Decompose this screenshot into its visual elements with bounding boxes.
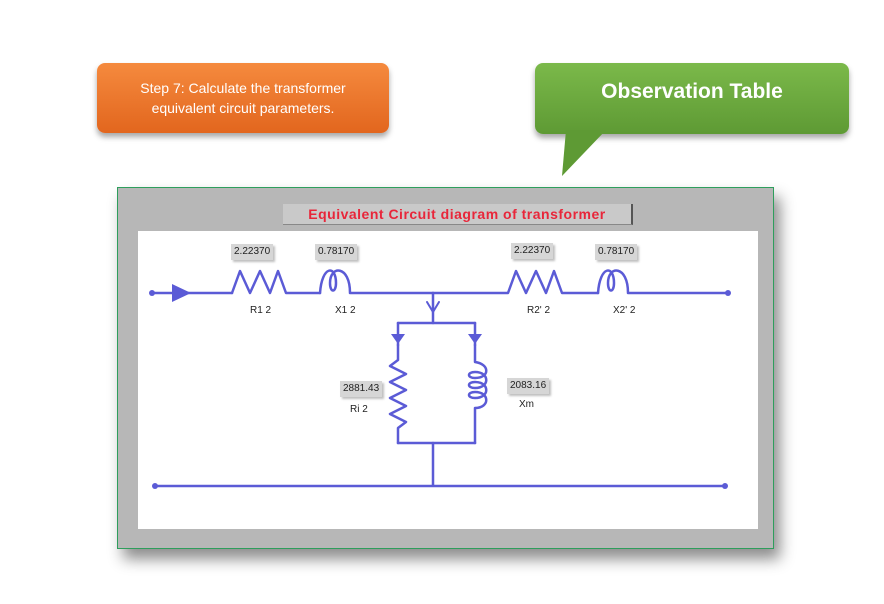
terminal-dot	[149, 290, 155, 296]
ri-value-box[interactable]: 2881.43	[340, 381, 383, 397]
x2-value-box[interactable]: 0.78170	[595, 244, 638, 260]
x1-value-box[interactable]: 0.78170	[315, 244, 358, 260]
inductor-xm	[467, 343, 488, 445]
r1-value-box[interactable]: 2.22370	[231, 244, 274, 260]
step-text: Step 7: Calculate the transformer equiva…	[140, 80, 346, 116]
resistor-r1	[230, 269, 322, 295]
resistor-r2	[431, 269, 600, 295]
callout-tail	[562, 130, 606, 176]
xm-label: Xm	[519, 399, 534, 410]
observation-table-button[interactable]: Observation Table	[535, 63, 849, 134]
r1-label: R1 2	[250, 305, 272, 316]
step-instruction-box: Step 7: Calculate the transformer equiva…	[97, 63, 389, 133]
terminal-dot	[722, 483, 728, 489]
terminal-dot	[725, 290, 731, 296]
inductor-x2	[596, 269, 730, 295]
r2-label: R2' 2	[527, 305, 551, 316]
inductor-x1	[318, 269, 435, 295]
resistor-ri	[388, 343, 408, 445]
observation-table-label: Observation Table	[601, 79, 783, 103]
r2-value-box[interactable]: 2.22370	[511, 243, 554, 259]
x2-label: X2' 2	[613, 305, 636, 316]
circuit-canvas	[138, 231, 758, 529]
junction-arrow	[426, 301, 440, 313]
panel-title-text: Equivalent Circuit diagram of transforme…	[308, 206, 606, 222]
xm-branch-arrow-icon	[468, 334, 482, 344]
terminal-dot	[152, 483, 158, 489]
panel-title: Equivalent Circuit diagram of transforme…	[283, 204, 633, 225]
ri-branch-arrow-icon	[391, 334, 405, 344]
x1-label: X1 2	[335, 305, 356, 316]
input-arrow-icon	[172, 284, 191, 302]
ri-label: Ri 2	[350, 404, 368, 415]
xm-value-box[interactable]: 2083.16	[507, 378, 550, 394]
